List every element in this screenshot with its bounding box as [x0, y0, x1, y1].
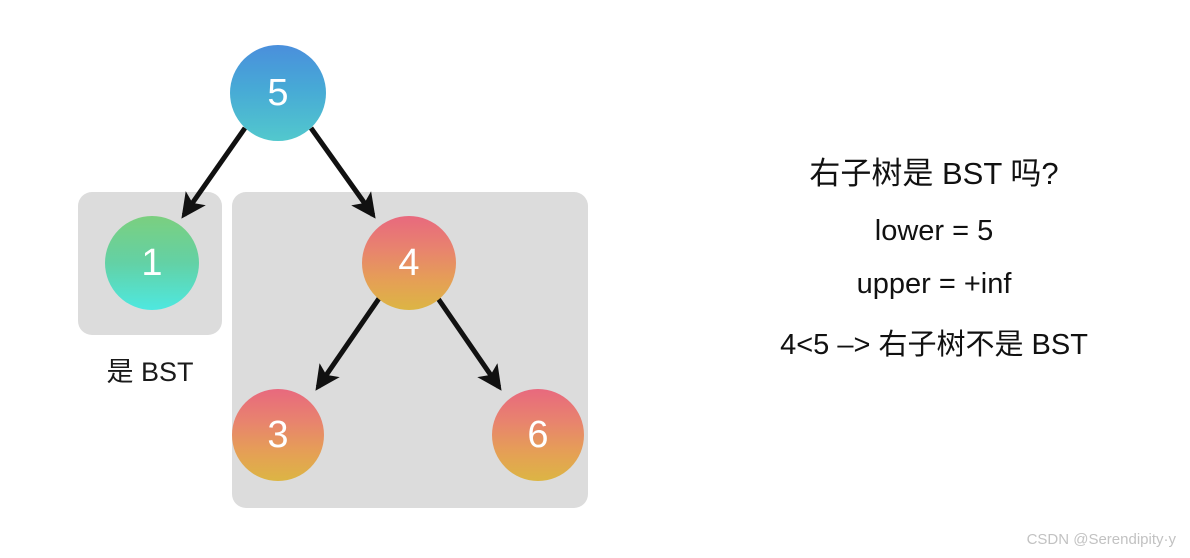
watermark-text: CSDN @Serendipity·y [1026, 531, 1176, 548]
tree-node-right-child[interactable]: 4 [362, 216, 456, 310]
annotation-line-upper: upper = +inf [856, 268, 1012, 300]
annotation-line-lower: lower = 5 [874, 215, 994, 247]
annotation-line-conclusion: 4<5 –> 右子树不是 BST [780, 329, 1088, 361]
tree-node-right-left-label: 3 [267, 414, 289, 456]
annotation-title: 右子树是 BST 吗? [809, 156, 1059, 191]
tree-node-right-right-label: 6 [527, 414, 549, 456]
tree-node-right-left[interactable]: 3 [232, 389, 324, 481]
tree-node-left-child-label: 1 [141, 242, 163, 284]
annotation-block: 右子树是 BST 吗? lower = 5 upper = +inf 4<5 –… [694, 148, 1174, 363]
tree-node-root-label: 5 [267, 72, 289, 114]
tree-node-root[interactable]: 5 [230, 45, 326, 141]
tree-node-right-right[interactable]: 6 [492, 389, 584, 481]
tree-node-right-child-label: 4 [398, 242, 420, 284]
left-subtree-caption: 是 BST [106, 357, 194, 387]
tree-node-left-child[interactable]: 1 [105, 216, 199, 310]
